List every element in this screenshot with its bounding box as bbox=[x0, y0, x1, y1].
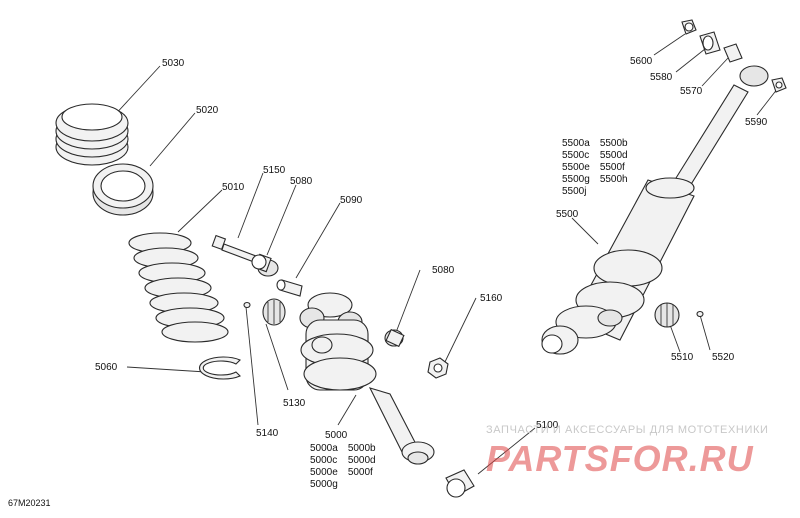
bolt-5590 bbox=[771, 77, 787, 93]
bushing-5580 bbox=[699, 31, 721, 55]
pin-5520 bbox=[696, 310, 704, 318]
callout-5130: 5130 bbox=[283, 398, 306, 409]
variant-5000-item: 5000a bbox=[310, 443, 338, 454]
retaining-clip-5060 bbox=[198, 356, 241, 380]
callout-5000: 5000 bbox=[325, 430, 348, 441]
bolt-5150 bbox=[211, 234, 257, 263]
variant-5500-item: 5500b bbox=[599, 138, 628, 149]
bushing-5080-right bbox=[384, 328, 405, 348]
variant-5500-item: 5500d bbox=[599, 150, 628, 161]
variant-5500-item: 5500h bbox=[599, 174, 628, 185]
bolt-5600 bbox=[681, 19, 697, 35]
variant-5000-item: 5000e bbox=[310, 467, 338, 478]
callout-5510: 5510 bbox=[671, 352, 694, 363]
callout-5080-lower: 5080 bbox=[432, 265, 455, 276]
callout-5020: 5020 bbox=[196, 105, 219, 116]
shock-absorber-5000 bbox=[299, 292, 435, 465]
callout-5090: 5090 bbox=[340, 195, 363, 206]
variant-5000-item: 5000b bbox=[347, 443, 376, 454]
adjuster-ring-5020 bbox=[92, 163, 154, 216]
bump-stop-5510 bbox=[654, 302, 680, 328]
callout-5030: 5030 bbox=[162, 58, 185, 69]
callout-5140: 5140 bbox=[256, 428, 279, 439]
nut-5160 bbox=[427, 357, 449, 379]
pin-5140 bbox=[243, 301, 251, 309]
spring-collar-5030 bbox=[55, 103, 129, 166]
callout-5580: 5580 bbox=[650, 72, 673, 83]
watermark-caption: ЗАПЧАСТИ И АКСЕССУАРЫ ДЛЯ МОТОТЕХНИКИ bbox=[486, 424, 769, 436]
callout-5080-upper: 5080 bbox=[290, 176, 313, 187]
variant-5500-item: 5500g bbox=[562, 174, 590, 185]
leader-lines bbox=[111, 33, 779, 475]
spacer-5090 bbox=[276, 279, 303, 297]
callout-5150: 5150 bbox=[263, 165, 286, 176]
variant-5000-item: 5000c bbox=[310, 455, 338, 466]
callout-5100: 5100 bbox=[536, 420, 559, 431]
variant-5500-item: 5500j bbox=[562, 186, 587, 197]
watermark-logo: PARTSFOR.RU bbox=[486, 438, 754, 479]
diagram-reference: 67M20231 bbox=[8, 498, 51, 508]
callout-5520: 5520 bbox=[712, 352, 735, 363]
sleeve-5570 bbox=[723, 43, 743, 63]
callout-5010: 5010 bbox=[222, 182, 245, 193]
shock-absorber-5500 bbox=[541, 65, 769, 355]
callout-5600: 5600 bbox=[630, 56, 653, 67]
coil-spring-5010 bbox=[128, 232, 229, 343]
variant-5500-item: 5500c bbox=[562, 150, 590, 161]
bump-stop-5130 bbox=[262, 298, 286, 326]
callout-5500: 5500 bbox=[556, 209, 579, 220]
variant-5500-item: 5500e bbox=[562, 162, 590, 173]
variants-5500-list: 5500a 5500b 5500c 5500d 5500e 5500f 5500… bbox=[562, 138, 628, 198]
callout-5570: 5570 bbox=[680, 86, 703, 97]
variant-5000-item: 5000d bbox=[347, 455, 376, 466]
callout-5590: 5590 bbox=[745, 117, 768, 128]
variant-5500-item: 5500a bbox=[562, 138, 590, 149]
callout-5160: 5160 bbox=[480, 293, 503, 304]
variant-5000-item: 5000g bbox=[310, 479, 338, 490]
callout-5060: 5060 bbox=[95, 362, 118, 373]
variants-5000-list: 5000a 5000b 5000c 5000d 5000e 5000f 5000… bbox=[310, 443, 376, 491]
variant-5000-item: 5000f bbox=[347, 467, 373, 478]
bushing-5080-left bbox=[251, 253, 279, 277]
variant-5500-item: 5500f bbox=[599, 162, 625, 173]
bushing-5100 bbox=[445, 469, 475, 498]
